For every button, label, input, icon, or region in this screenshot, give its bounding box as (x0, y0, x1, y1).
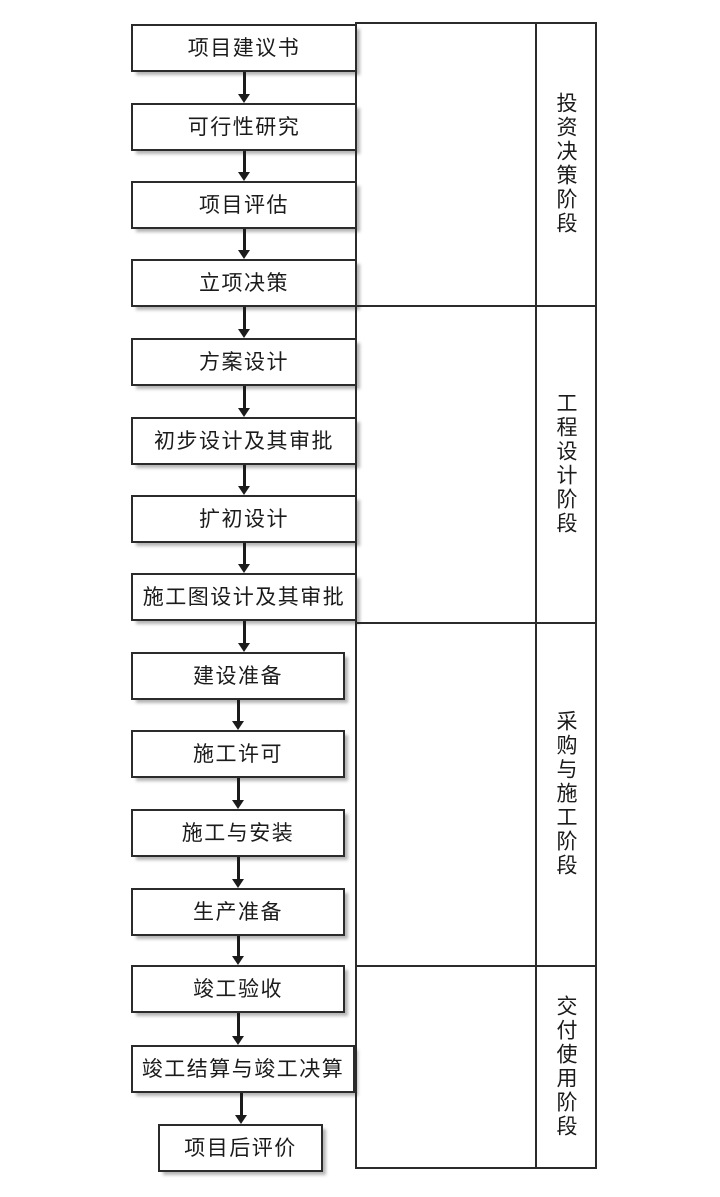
phase-table-frame (355, 22, 597, 1169)
process-node-n1[interactable]: 项目建议书 (131, 24, 357, 72)
arrow-head-icon (238, 564, 250, 573)
process-node-label: 项目后评价 (184, 1135, 297, 1160)
phase-label-0: 投资决策阶段 (554, 91, 578, 236)
arrow-head-icon (232, 721, 244, 730)
process-node-n14[interactable]: 竣工结算与竣工决算 (131, 1045, 355, 1093)
arrow-shaft (236, 936, 240, 957)
arrow-shaft (242, 543, 246, 565)
arrow-shaft (242, 386, 246, 409)
process-node-n5[interactable]: 方案设计 (131, 338, 357, 386)
process-node-label: 项目建议书 (187, 35, 301, 60)
arrow-head-icon (232, 956, 244, 965)
process-node-label: 施工许可 (193, 741, 283, 766)
arrow-shaft (242, 229, 246, 251)
process-node-n4[interactable]: 立项决策 (131, 259, 357, 307)
process-node-label: 建设准备 (193, 663, 283, 688)
process-node-label: 方案设计 (199, 349, 289, 374)
process-node-n11[interactable]: 施工与安装 (131, 809, 345, 857)
arrow-head-icon (232, 879, 244, 888)
arrow-head-icon (238, 643, 250, 652)
phase-label-3: 交付使用阶段 (554, 995, 578, 1139)
process-node-label: 竣工结算与竣工决算 (141, 1056, 345, 1081)
process-node-label: 项目评估 (199, 192, 289, 217)
arrow-shaft (242, 72, 246, 95)
process-node-label: 可行性研究 (187, 114, 301, 139)
arrow-head-icon (238, 486, 250, 495)
arrow-head-icon (232, 1036, 244, 1045)
process-node-n7[interactable]: 扩初设计 (131, 495, 357, 543)
process-node-n3[interactable]: 项目评估 (131, 181, 357, 229)
arrow-shaft (239, 1093, 243, 1116)
arrow-shaft (242, 307, 246, 330)
arrow-shaft (236, 778, 240, 801)
arrow-head-icon (238, 94, 250, 103)
phase-table-row-divider-2 (355, 622, 597, 624)
arrow-head-icon (232, 800, 244, 809)
arrow-head-icon (238, 250, 250, 259)
process-node-n10[interactable]: 施工许可 (131, 730, 345, 778)
process-node-n12[interactable]: 生产准备 (131, 888, 345, 936)
arrow-shaft (236, 857, 240, 880)
process-node-n2[interactable]: 可行性研究 (131, 103, 357, 151)
process-node-n6[interactable]: 初步设计及其审批 (131, 417, 357, 465)
process-node-label: 生产准备 (193, 899, 283, 924)
process-node-label: 立项决策 (199, 270, 289, 295)
arrow-head-icon (238, 329, 250, 338)
phase-table-row-divider-1 (355, 305, 597, 307)
arrow-shaft (242, 621, 246, 644)
arrow-shaft (236, 700, 240, 722)
phase-label-2: 采购与施工阶段 (554, 709, 578, 878)
process-node-n13[interactable]: 竣工验收 (131, 965, 345, 1013)
phase-table-column-divider (535, 22, 537, 1169)
phase-label-1: 工程设计阶段 (554, 391, 578, 536)
process-node-n15[interactable]: 项目后评价 (158, 1124, 323, 1172)
phase-table-row-divider-3 (355, 965, 597, 967)
arrow-shaft (242, 465, 246, 487)
process-node-label: 竣工验收 (193, 976, 283, 1001)
arrow-head-icon (235, 1115, 247, 1124)
arrow-shaft (242, 151, 246, 173)
arrow-head-icon (238, 172, 250, 181)
process-node-n9[interactable]: 建设准备 (131, 652, 345, 700)
process-node-label: 施工与安装 (181, 820, 295, 845)
process-node-label: 扩初设计 (199, 506, 289, 531)
process-node-label: 初步设计及其审批 (154, 428, 334, 453)
process-node-n8[interactable]: 施工图设计及其审批 (131, 573, 357, 621)
process-node-label: 施工图设计及其审批 (142, 584, 346, 609)
arrow-shaft (236, 1013, 240, 1037)
arrow-head-icon (238, 408, 250, 417)
